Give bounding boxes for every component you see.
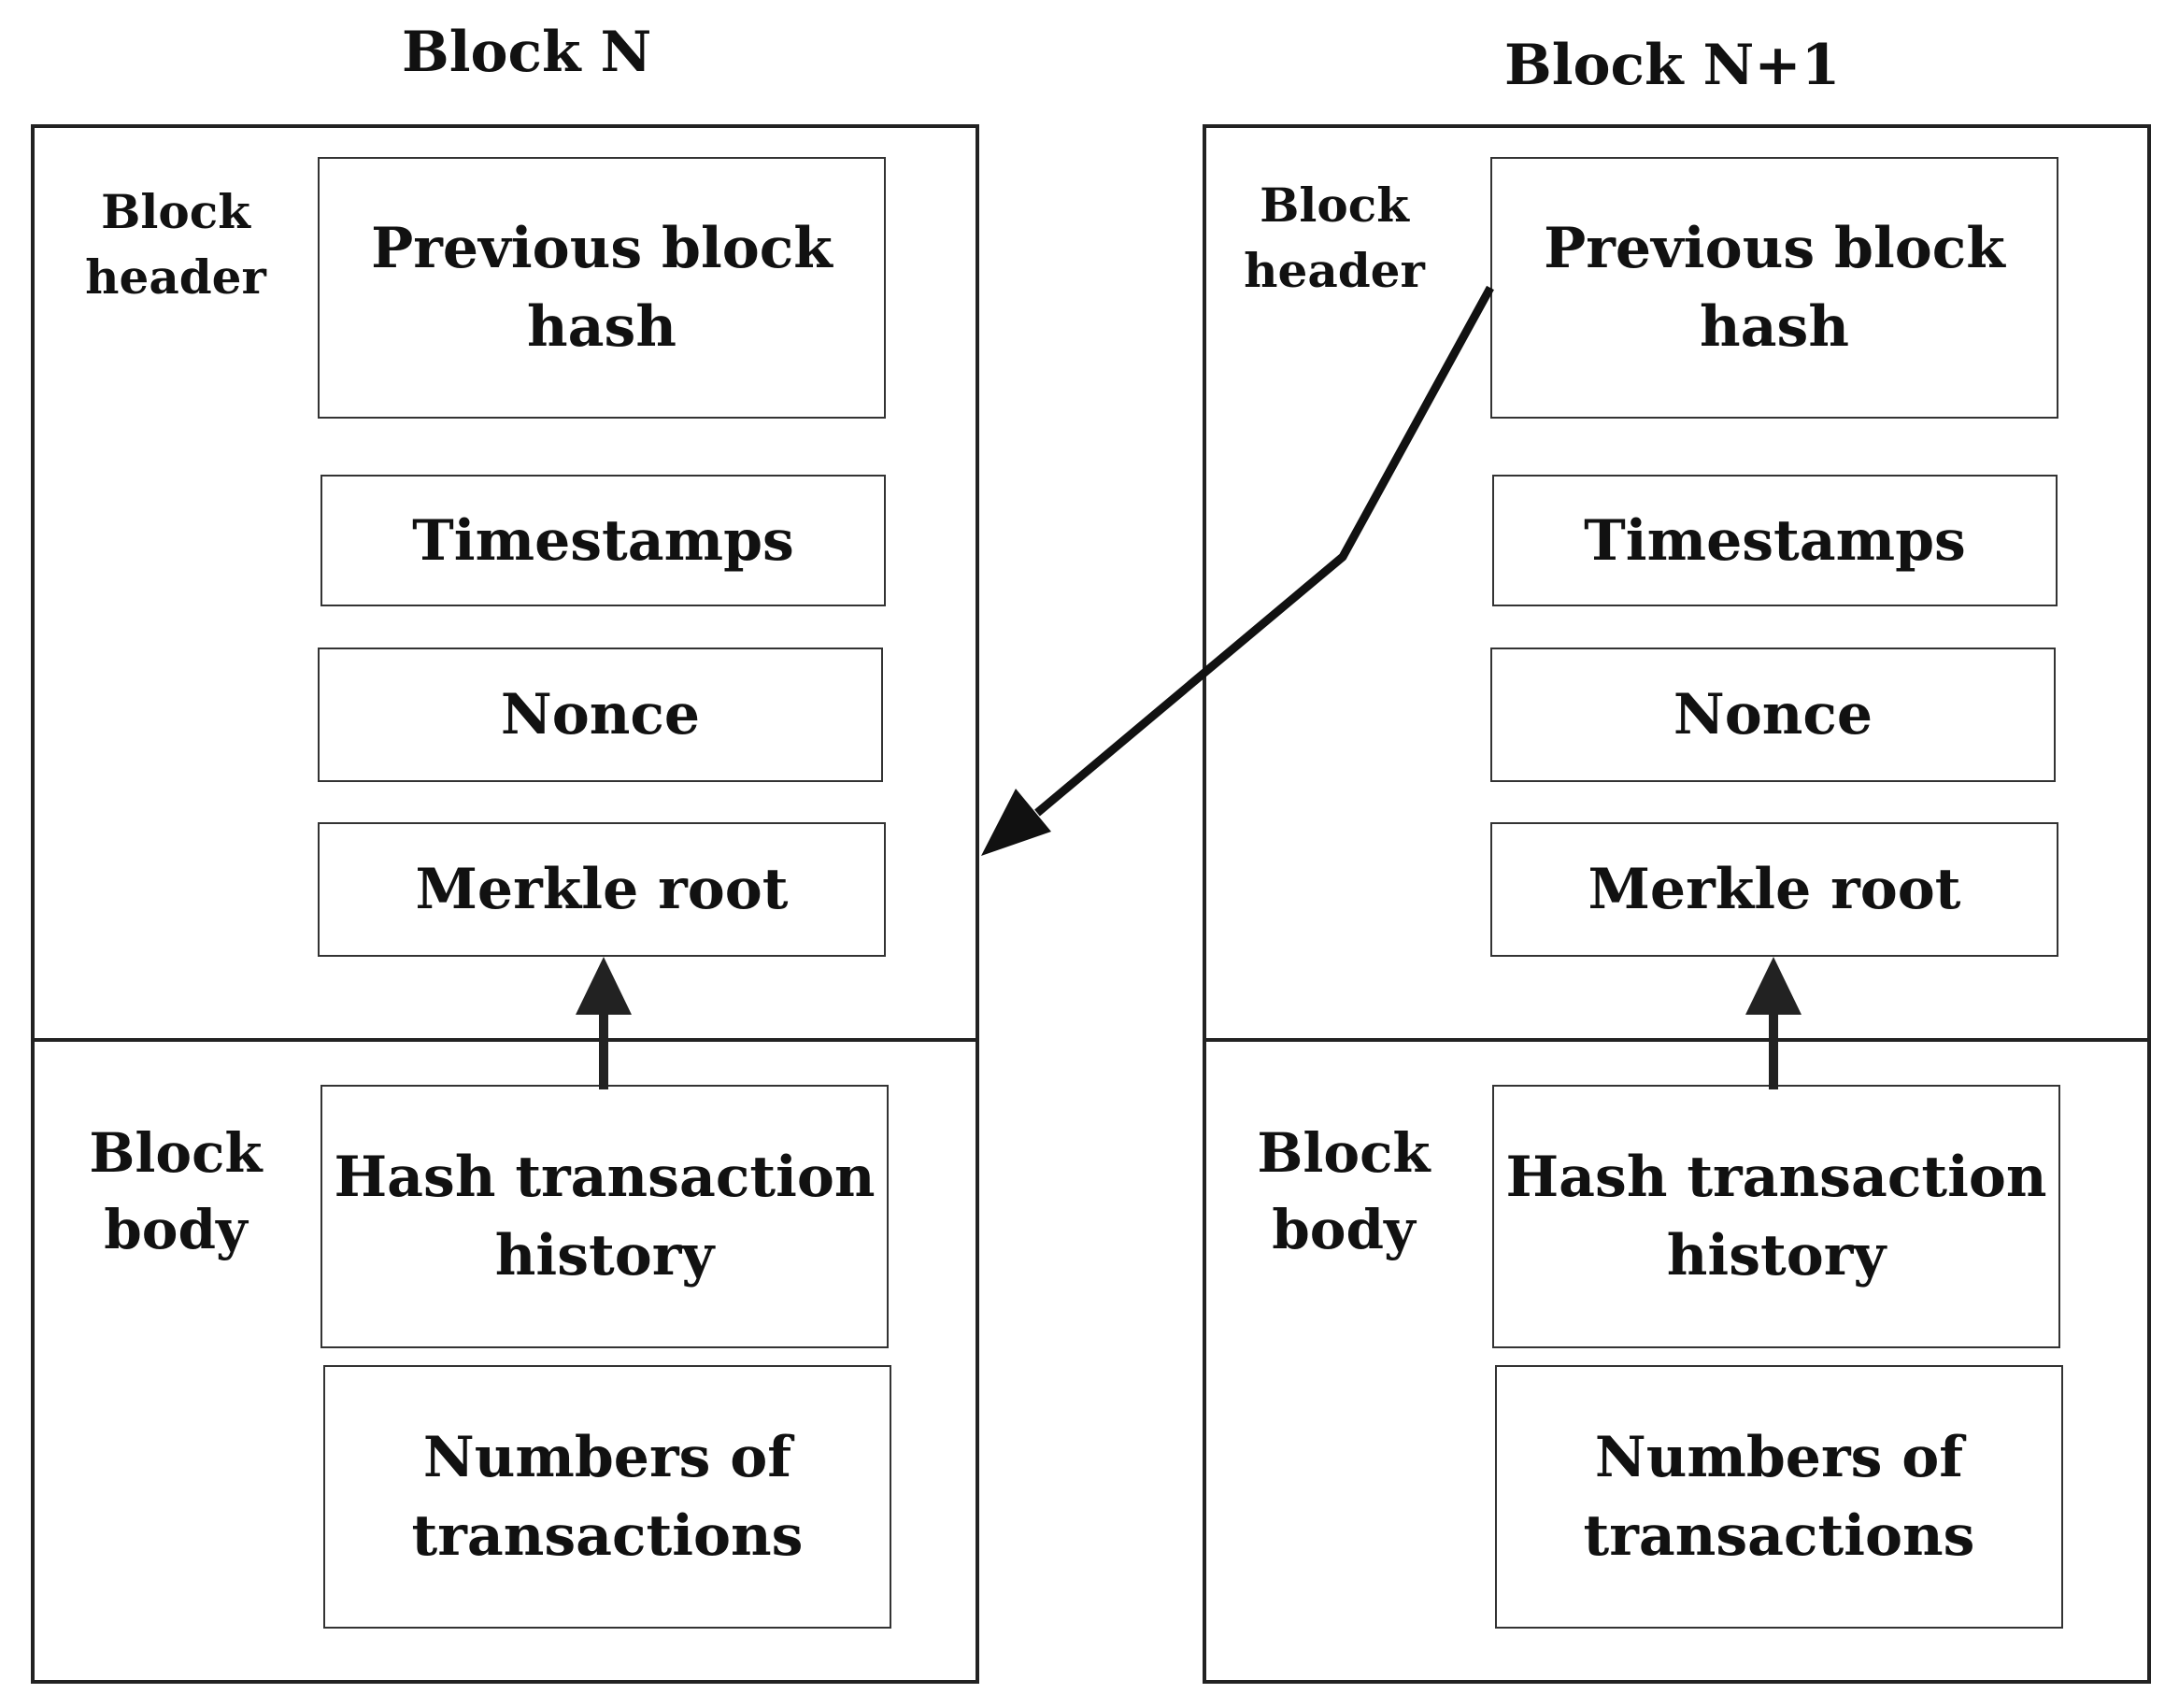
block-n-header-label: Block header xyxy=(85,184,266,305)
block-n-timestamps-field: Timestamps xyxy=(320,475,886,606)
block-n1-container xyxy=(1203,124,2151,1684)
block-n-nonce-field: Nonce xyxy=(318,648,883,782)
block-n-hash-to-merkle-arrowhead xyxy=(576,957,632,1015)
block-n-body-label: Block body xyxy=(89,1121,263,1262)
block-n-merkle-root-field: Merkle root xyxy=(318,822,886,957)
block-n-title: Block N xyxy=(402,20,652,85)
block-n1-previous-hash-field: Previous block hash xyxy=(1490,157,2058,419)
block-n1-hash-to-merkle-arrowhead xyxy=(1745,957,1802,1015)
block-n1-nonce-field: Nonce xyxy=(1490,648,2056,782)
block-n1-num-transactions-field: Numbers of transactions xyxy=(1495,1365,2063,1629)
block-n-num-transactions-field: Numbers of transactions xyxy=(323,1365,891,1629)
previous-hash-link-arrow-shaft xyxy=(1034,285,1494,817)
previous-hash-link-arrowhead xyxy=(981,789,1051,856)
block-n1-header-body-divider xyxy=(1203,1038,2151,1042)
block-n1-merkle-root-field: Merkle root xyxy=(1490,822,2058,957)
block-n1-header-label: Block header xyxy=(1244,178,1425,298)
block-n-container xyxy=(31,124,979,1684)
block-n-previous-hash-field: Previous block hash xyxy=(318,157,886,419)
block-n1-timestamps-field: Timestamps xyxy=(1492,475,2058,606)
block-n-header-body-divider xyxy=(31,1038,979,1042)
block-n1-body-label: Block body xyxy=(1257,1121,1431,1262)
block-n-hash-history-field: Hash transaction history xyxy=(320,1085,889,1348)
block-n1-title: Block N+1 xyxy=(1504,33,1841,98)
